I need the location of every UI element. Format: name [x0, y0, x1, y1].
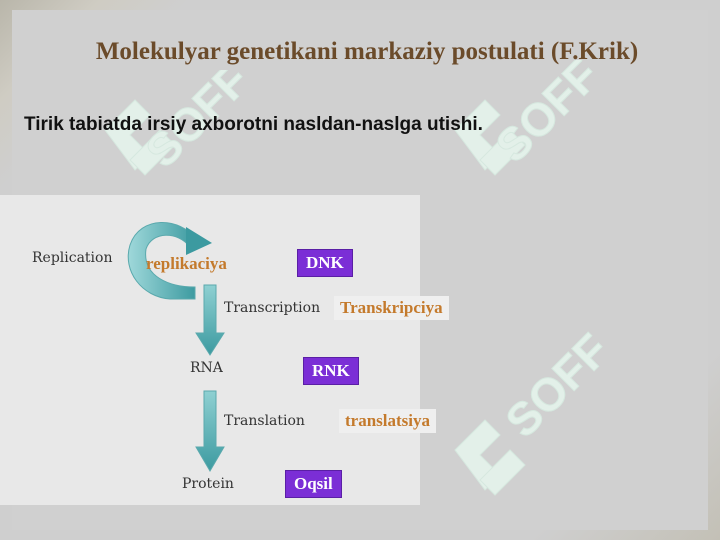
rnk-badge: RNK — [303, 357, 359, 385]
slide-subtitle: Tirik tabiatda irsiy axborotni nasldan-n… — [24, 114, 483, 135]
oqsil-badge: Oqsil — [285, 470, 342, 498]
transkripciya-label: Transkripciya — [334, 296, 449, 320]
slide-title: Molekulyar genetikani markaziy postulati… — [95, 38, 639, 65]
transcription-arrow — [195, 284, 225, 356]
dnk-badge: DNK — [297, 249, 353, 277]
protein-label: Protein — [182, 476, 234, 492]
replication-label: Replication — [32, 250, 113, 266]
rna-label: RNA — [190, 360, 223, 376]
translation-label: Translation — [224, 413, 305, 429]
replikaciya-label: replikaciya — [146, 254, 227, 273]
central-dogma-diagram: Replication replikaciya Transcription Tr… — [0, 195, 449, 505]
replication-arrowhead — [186, 227, 212, 255]
replication-loop-arrow — [127, 222, 197, 300]
transcription-label: Transcription — [224, 300, 321, 316]
translation-arrow — [195, 390, 225, 472]
diagram-arrows — [127, 222, 225, 472]
translatsiya-label: translatsiya — [339, 409, 436, 433]
